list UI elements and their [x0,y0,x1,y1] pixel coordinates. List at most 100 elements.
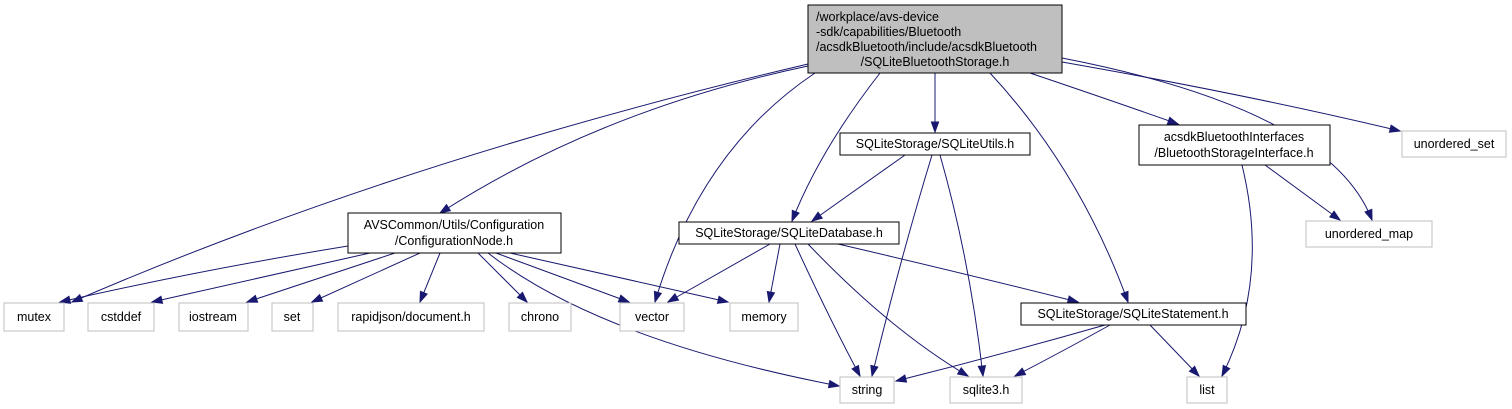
edge-arrowhead [150,295,164,304]
node-set-box [271,302,314,332]
edge-line [1029,72,1179,125]
node-chrono[interactable]: chrono [508,302,572,332]
node-sqlite-database[interactable]: SQLiteStorage/SQLiteDatabase.h [678,221,900,245]
node-root-label-line1: /workplace/avs-device [816,10,939,24]
node-sqlite-database-label: SQLiteStorage/SQLiteDatabase.h [695,226,883,240]
edge-arrowhead [310,293,324,303]
node-unordered-map-label: unordered_map [1325,227,1413,241]
edge-root-to-mutex [70,63,809,303]
node-iostream-label: iostream [189,310,237,324]
node-vector[interactable]: vector [619,302,685,332]
edge-line [477,252,528,303]
edge-line [667,243,771,303]
node-cstddef-label: cstddef [101,310,142,324]
edge-line [59,245,349,303]
edge-line [989,72,1129,303]
node-sqlite-statement-label: SQLiteStorage/SQLiteStatement.h [1037,307,1228,321]
edge-arrowhead [851,364,861,378]
node-memory[interactable]: memory [729,302,799,332]
edge-arrowhead [245,294,259,303]
node-configuration-node-box [347,212,562,254]
node-string-label: string [852,383,883,397]
edge-arrowhead [1221,364,1231,378]
edge-arrowhead [716,295,730,304]
edge-root-to-statement [989,72,1129,304]
edge-arrowhead [438,203,452,214]
node-configuration-node[interactable]: AVSCommon/Utils/Configuration /Configura… [347,212,562,254]
edge-arrowhead [977,365,987,378]
node-unordered-set[interactable]: unordered_set [1401,130,1507,158]
edge-root-to-vector [653,72,816,304]
node-bluetooth-storage-interface[interactable]: acsdkBluetoothInterfaces /BluetoothStora… [1138,124,1331,166]
edge-config-to-chrono [477,252,529,304]
node-set-label: set [284,310,301,324]
node-sqlite-utils[interactable]: SQLiteStorage/SQLiteUtils.h [839,132,1031,156]
node-configuration-node-label-line1: AVSCommon/Utils/Configuration [364,218,544,232]
edge-database-to-statement [837,243,1080,304]
node-list[interactable]: list [1186,376,1228,404]
node-unordered-map-box [1305,220,1433,248]
edge-line [311,252,421,303]
edge-root-to-database [791,72,881,223]
node-list-label: list [1199,383,1215,397]
edge-arrowhead [617,294,631,303]
node-unordered-map[interactable]: unordered_map [1305,220,1433,248]
node-cstddef[interactable]: cstddef [87,302,155,332]
edge-line [1149,324,1200,377]
edge-config-to-rapidjson [419,252,441,304]
edge-statement-to-string [894,324,1106,383]
node-memory-box [729,302,799,332]
node-mutex-box [3,302,65,332]
edge-line [1014,324,1111,377]
node-set[interactable]: set [271,302,314,332]
node-iostream[interactable]: iostream [178,302,249,332]
node-sqlite-utils-label: SQLiteStorage/SQLiteUtils.h [856,137,1014,151]
node-configuration-node-label-line2: /ConfigurationNode.h [395,234,513,248]
node-sqlite3-h-label: sqlite3.h [963,383,1010,397]
edge-arrowhead [956,366,970,377]
edge-line [495,252,630,303]
edge-line [151,252,371,303]
edge-database-to-sqlite3 [807,243,970,377]
edge-line [939,154,984,377]
edge-line [791,72,881,222]
node-list-box [1186,376,1228,404]
node-sqlite3-h-box [949,376,1023,404]
node-mutex[interactable]: mutex [3,302,65,332]
node-root[interactable]: /workplace/avs-device -sdk/capabilities/… [807,4,1063,74]
edge-arrowhead [930,121,940,134]
edge-config-to-cstddef [150,252,371,304]
edge-arrowhead [653,290,663,304]
edge-database-to-vector [666,243,771,303]
node-mutex-label: mutex [17,310,52,324]
edge-line [654,72,816,303]
edge-statement-to-sqlite3 [1013,324,1111,377]
edge-root-to-config [438,65,809,214]
edge-arrowhead [666,293,680,303]
node-string[interactable]: string [839,376,895,404]
edge-line [871,154,933,377]
node-root-label-line3: /acsdkBluetooth/include/acsdkBluetooth [816,40,1037,54]
edge-utils-to-sqlite3 [939,154,987,378]
edge-line [71,63,809,303]
edge-arrowhead [810,211,824,222]
edge-arrowhead [1328,210,1342,221]
edge-line [1061,61,1401,132]
node-rapidjson-document[interactable]: rapidjson/document.h [337,302,485,332]
edge-database-to-string [794,243,861,378]
edge-btiface-to-unordered_map [1264,164,1342,221]
edge-config-to-memory [509,252,730,304]
node-rapidjson-document-box [337,302,485,332]
node-bluetooth-storage-interface-label-line2: /BluetoothStorageInterface.h [1154,146,1313,160]
edge-arrowhead [1166,116,1180,125]
node-sqlite-statement[interactable]: SQLiteStorage/SQLiteStatement.h [1020,302,1247,326]
node-chrono-label: chrono [521,310,559,324]
edge-config-to-set [310,252,421,303]
edge-arrowhead [1066,295,1080,304]
node-memory-label: memory [741,310,787,324]
node-sqlite3-h[interactable]: sqlite3.h [949,376,1023,404]
edge-line [1264,164,1341,221]
node-rapidjson-document-label: rapidjson/document.h [351,310,471,324]
node-root-box [807,4,1063,74]
